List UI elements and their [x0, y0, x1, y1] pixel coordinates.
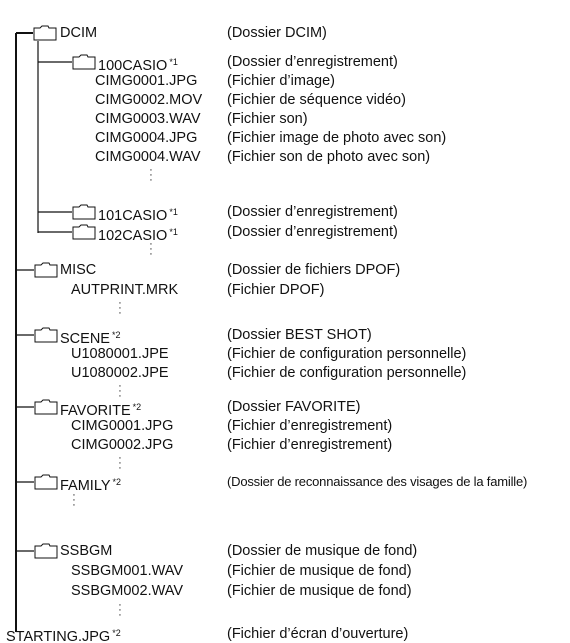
file-desc: (Fichier de configuration personnelle)	[227, 365, 467, 381]
folder-desc-dcim: (Dossier DCIM)	[227, 25, 327, 41]
folder-desc-family: (Dossier de reconnaissance des visages d…	[227, 474, 528, 489]
continuation-dots: ···	[118, 452, 122, 474]
file-desc: (Fichier son)	[227, 111, 308, 127]
folder-desc-101casio: (Dossier d’enregistrement)	[227, 204, 398, 220]
footnote-marker: *2	[112, 477, 122, 487]
folder-desc-102casio: (Dossier d’enregistrement)	[227, 224, 398, 240]
folder-desc-ssbgm: (Dossier de musique de fond)	[227, 543, 418, 559]
file-name: CIMG0004.WAV	[95, 149, 201, 165]
continuation-dots: ···	[118, 297, 122, 319]
file-desc: (Fichier de séquence vidéo)	[227, 92, 406, 108]
file-name: CIMG0002.JPG	[71, 437, 174, 453]
folder-desc-scene: (Dossier BEST SHOT)	[227, 327, 372, 343]
footnote-marker: *2	[132, 402, 142, 412]
file-desc: (Fichier de musique de fond)	[227, 563, 412, 579]
continuation-dots: ···	[118, 380, 122, 402]
footnote-marker: *2	[111, 330, 121, 340]
file-desc: (Fichier son de photo avec son)	[227, 149, 431, 165]
folder-desc-favorite: (Dossier FAVORITE)	[227, 399, 361, 415]
file-name: U1080002.JPE	[71, 365, 169, 381]
folder-icon	[34, 262, 58, 278]
file-name: CIMG0002.MOV	[95, 92, 203, 108]
folder-name-dcim: DCIM	[60, 25, 98, 41]
file-desc: (Fichier image de photo avec son)	[227, 130, 447, 146]
folder-name-scene: SCENE*2	[60, 326, 121, 347]
continuation-dots: ···	[149, 238, 153, 260]
folder-icon	[34, 543, 58, 559]
folder-icon	[33, 25, 57, 41]
folder-desc-100casio: (Dossier d’enregistrement)	[227, 54, 398, 70]
folder-name-102casio: 102CASIO*1	[98, 223, 178, 244]
folder-icon	[72, 54, 96, 70]
folder-name-ssbgm: SSBGM	[60, 543, 113, 559]
file-desc-starting: (Fichier d’écran d’ouverture)	[227, 626, 409, 642]
continuation-dots: ···	[149, 164, 153, 186]
file-desc: (Fichier d’enregistrement)	[227, 418, 393, 434]
file-name: SSBGM001.WAV	[71, 563, 184, 579]
folder-icon	[34, 327, 58, 343]
folder-icon	[34, 399, 58, 415]
folder-icon	[72, 204, 96, 220]
file-name: AUTPRINT.MRK	[71, 282, 179, 298]
file-label: STARTING.JPG	[6, 629, 111, 643]
file-name: U1080001.JPE	[71, 346, 169, 362]
file-name: CIMG0004.JPG	[95, 130, 198, 146]
file-name: SSBGM002.WAV	[71, 583, 184, 599]
folder-label: FAMILY	[60, 478, 111, 494]
file-desc: (Fichier d’image)	[227, 73, 335, 89]
footnote-marker: *1	[169, 57, 178, 67]
folder-label: FAVORITE	[60, 403, 131, 419]
folder-name-favorite: FAVORITE*2	[60, 398, 142, 419]
continuation-dots: ···	[72, 489, 76, 511]
folder-icon	[34, 474, 58, 490]
folder-icon	[72, 224, 96, 240]
footnote-marker: *2	[112, 628, 121, 638]
file-name: CIMG0003.WAV	[95, 111, 201, 127]
folder-name-misc: MISC	[60, 262, 97, 278]
folder-desc-misc: (Dossier de fichiers DPOF)	[227, 262, 401, 278]
file-desc: (Fichier DPOF)	[227, 282, 325, 298]
file-desc: (Fichier d’enregistrement)	[227, 437, 393, 453]
footnote-marker: *1	[169, 227, 178, 237]
folder-name-100casio: 100CASIO*1	[98, 53, 178, 74]
folder-label: 102CASIO	[98, 228, 168, 244]
footnote-marker: *1	[169, 207, 178, 217]
file-name: CIMG0001.JPG	[71, 418, 174, 434]
folder-label: 100CASIO	[98, 58, 168, 74]
folder-label: SCENE	[60, 331, 110, 347]
file-desc: (Fichier de musique de fond)	[227, 583, 412, 599]
file-desc: (Fichier de configuration personnelle)	[227, 346, 467, 362]
file-name-starting: STARTING.JPG*2	[6, 624, 121, 643]
continuation-dots: ···	[118, 599, 122, 621]
file-name: CIMG0001.JPG	[95, 73, 198, 89]
folder-name-family: FAMILY*2	[60, 473, 122, 494]
folder-name-101casio: 101CASIO*1	[98, 203, 178, 224]
folder-label: 101CASIO	[98, 208, 168, 224]
